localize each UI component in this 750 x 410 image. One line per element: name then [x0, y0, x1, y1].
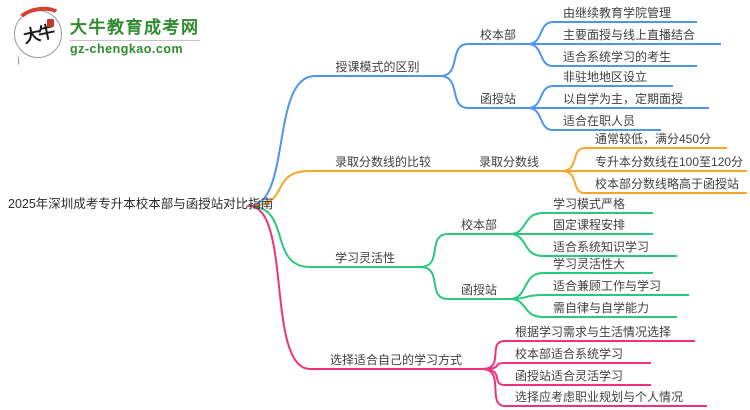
logo-seal-icon [47, 19, 54, 27]
sub-correspondence-station-teaching[interactable]: 函授站 [468, 91, 528, 109]
leaf-node[interactable]: 专升本分数线在100至120分 [585, 154, 747, 172]
leaf-node[interactable]: 固定课程安排 [543, 217, 653, 235]
leaf-node[interactable]: 主要面授与线上直播结合 [553, 27, 721, 45]
leaf-node[interactable]: 学习灵活性大 [543, 256, 653, 274]
sub-main-campus-flexibility[interactable]: 校本部 [448, 217, 510, 235]
logo-bubble-tail [19, 56, 28, 64]
branch-choose-study-mode[interactable]: 选择适合自己的学习方式 [310, 352, 482, 370]
leaf-node[interactable]: 适合在职人员 [553, 113, 661, 131]
leaf-node[interactable]: 根据学习需求与生活情况选择 [505, 324, 695, 342]
leaf-node[interactable]: 需自律与自学能力 [543, 300, 677, 318]
leaf-node[interactable]: 通常较低，满分450分 [585, 131, 727, 149]
logo-bull-badge-icon: 大牛 [14, 3, 66, 64]
leaf-node[interactable]: 校本部分数线略高于函授站 [585, 176, 747, 194]
central-topic[interactable]: 2025年深圳成考专升本校本部与函授站对比指南 [8, 197, 274, 211]
leaf-node[interactable]: 函授站适合灵活学习 [505, 368, 651, 386]
branch-score-comparison[interactable]: 录取分数线的比较 [310, 154, 456, 172]
sub-correspondence-station-flexibility[interactable]: 函授站 [448, 282, 510, 300]
leaf-node[interactable]: 适合系统知识学习 [543, 239, 677, 257]
leaf-node[interactable]: 适合兼顾工作与学习 [543, 278, 689, 296]
logo-site-name: 大牛教育成考网 [70, 13, 200, 41]
branch-teaching-mode[interactable]: 授课模式的区别 [315, 59, 440, 77]
sub-score-line[interactable]: 录取分数线 [456, 154, 562, 172]
logo-domain: gz-chengkao.com [70, 41, 184, 56]
leaf-node[interactable]: 由继续教育学院管理 [553, 5, 697, 23]
site-logo: 大牛 大牛教育成考网 gz-chengkao.com [14, 3, 200, 64]
sub-main-campus-teaching[interactable]: 校本部 [468, 27, 528, 45]
logo-text-block: 大牛教育成考网 gz-chengkao.com [70, 13, 200, 56]
leaf-node[interactable]: 学习模式严格 [543, 196, 653, 214]
leaf-node[interactable]: 以自学为主，定期面授 [553, 91, 709, 109]
leaf-node[interactable]: 非驻地地区设立 [553, 69, 673, 87]
leaf-node[interactable]: 适合系统学习的考生 [553, 49, 697, 67]
branch-learning-flexibility[interactable]: 学习灵活性 [310, 250, 420, 268]
leaf-node[interactable]: 校本部适合系统学习 [505, 346, 651, 364]
leaf-node[interactable]: 选择应考虑职业规划与个人情况 [505, 389, 707, 407]
